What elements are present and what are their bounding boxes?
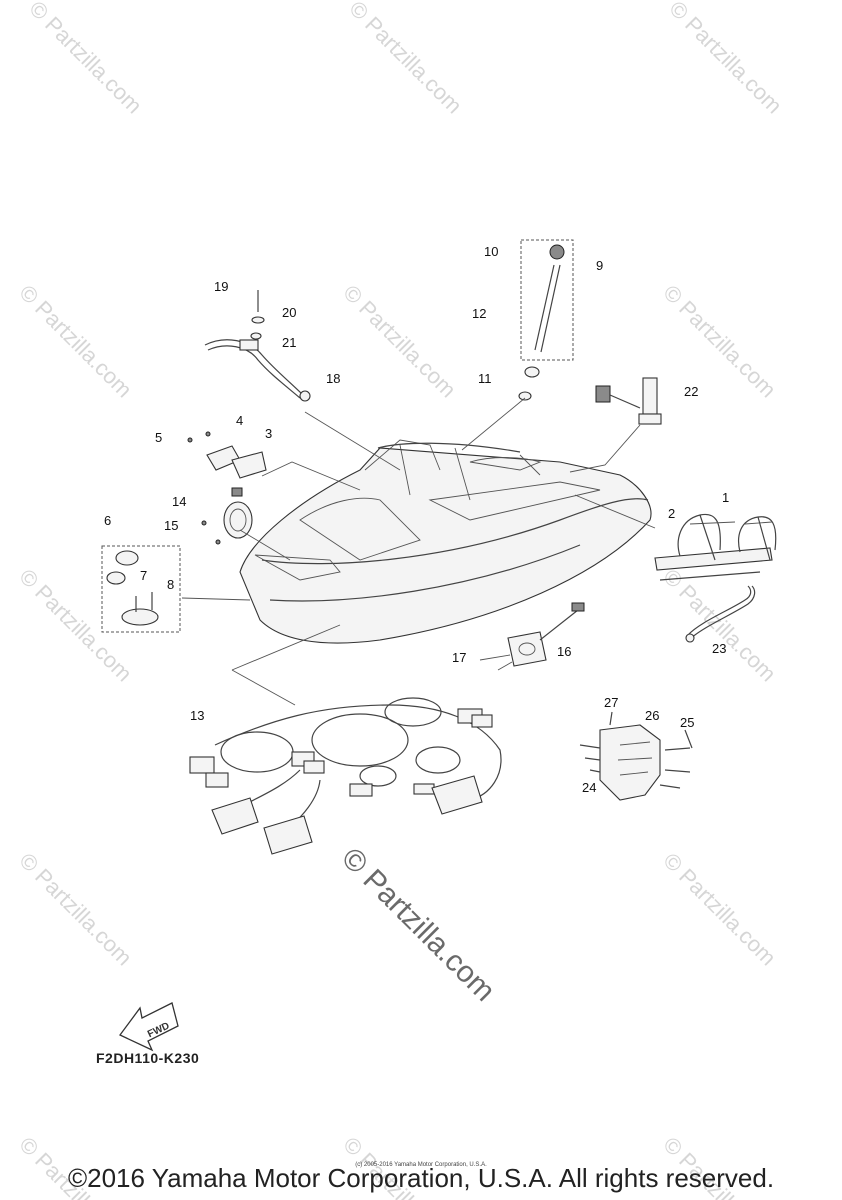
cover-plates — [187, 431, 267, 479]
callout-22: 22 — [684, 384, 698, 399]
callout-5: 5 — [155, 430, 162, 445]
callout-1: 1 — [722, 490, 729, 505]
callout-14: 14 — [172, 494, 186, 509]
callout-9: 9 — [596, 258, 603, 273]
callout-10: 10 — [484, 244, 498, 259]
callout-7: 7 — [140, 568, 147, 583]
leader-lines — [181, 397, 656, 706]
callout-6: 6 — [104, 513, 111, 528]
grab-rail — [204, 290, 311, 402]
speaker-unit — [201, 487, 253, 545]
callout-26: 26 — [645, 708, 659, 723]
dipstick-assembly — [518, 239, 574, 401]
mount-bracket — [579, 711, 693, 801]
diagram-code: F2DH110-K230 — [96, 1050, 200, 1066]
sensor-assembly — [595, 377, 662, 425]
rack-bracket — [654, 513, 777, 581]
callout-21: 21 — [282, 335, 296, 350]
junction-plate — [507, 602, 585, 667]
drain-hose — [685, 585, 756, 643]
callout-4: 4 — [236, 413, 243, 428]
wire-harness — [189, 697, 502, 855]
callout-23: 23 — [712, 641, 726, 656]
callout-13: 13 — [190, 708, 204, 723]
callout-24: 24 — [582, 780, 596, 795]
callout-16: 16 — [557, 644, 571, 659]
callout-3: 3 — [265, 426, 272, 441]
callout-18: 18 — [326, 371, 340, 386]
fwd-arrow-icon: FWD — [119, 1002, 179, 1052]
callout-labels: 1 2 3 4 5 6 7 8 9 10 11 12 13 14 15 16 1… — [104, 244, 729, 795]
callout-27: 27 — [604, 695, 618, 710]
callout-15: 15 — [164, 518, 178, 533]
callout-25: 25 — [680, 715, 694, 730]
footer-small-copyright: (c) 2005-2016 Yamaha Motor Corporation, … — [355, 1162, 487, 1168]
boat-hull — [239, 439, 652, 644]
callout-17: 17 — [452, 650, 466, 665]
footer-copyright: ©2016 Yamaha Motor Corporation, U.S.A. A… — [67, 1163, 775, 1193]
switch-group — [101, 545, 181, 633]
callout-19: 19 — [214, 279, 228, 294]
callout-20: 20 — [282, 305, 296, 320]
callout-2: 2 — [668, 506, 675, 521]
callout-8: 8 — [167, 577, 174, 592]
callout-12: 12 — [472, 306, 486, 321]
callout-11: 11 — [478, 371, 492, 386]
